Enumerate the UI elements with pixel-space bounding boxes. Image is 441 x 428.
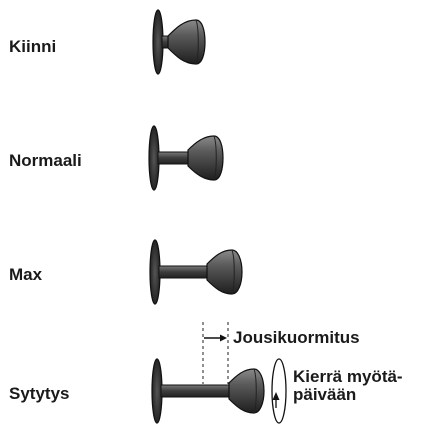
knob-head — [228, 368, 265, 414]
knob-ridge — [195, 19, 199, 65]
label-max: Max — [9, 265, 43, 284]
spring-load-indicator — [202, 322, 229, 384]
arrow-up-icon — [272, 392, 280, 400]
knob-ridge — [231, 249, 235, 295]
shaft — [160, 384, 234, 398]
label-ignition: Sytytys — [9, 384, 70, 403]
knob-ridge — [213, 135, 217, 181]
rotation-ellipse — [271, 358, 287, 424]
shaft — [157, 151, 193, 165]
knob-closed — [152, 9, 206, 75]
knob-max — [149, 239, 243, 305]
knob-ignition — [151, 358, 265, 424]
knob-normal — [148, 125, 224, 191]
rotate-label-line2: päivään — [293, 385, 357, 404]
rotation-indicator — [271, 358, 287, 424]
spring-load-label: Jousikuormitus — [233, 328, 360, 347]
knob-ridge — [253, 368, 257, 414]
rotate-label-line1: Kierrä myötä- — [293, 367, 403, 386]
knob-head — [206, 249, 243, 295]
knob-head — [167, 19, 206, 65]
label-normal: Normaali — [9, 151, 82, 170]
shaft — [158, 265, 212, 279]
knob-head — [187, 135, 224, 181]
arrow-right-icon — [220, 334, 227, 342]
label-closed: Kiinni — [9, 37, 57, 56]
